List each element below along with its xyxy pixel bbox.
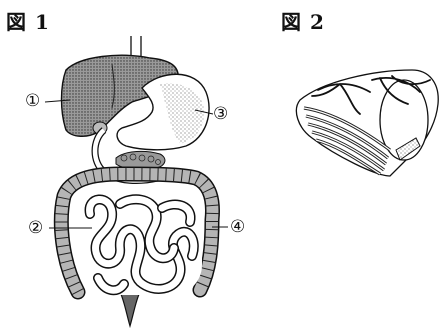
label-4: ④ (230, 219, 245, 236)
label-2: ② (28, 220, 43, 237)
figure-2-intestine-section-diagram (296, 70, 438, 176)
label-1: ① (25, 93, 40, 110)
label-3: ③ (213, 106, 228, 123)
rectum (120, 292, 140, 326)
small-intestine (82, 190, 202, 295)
